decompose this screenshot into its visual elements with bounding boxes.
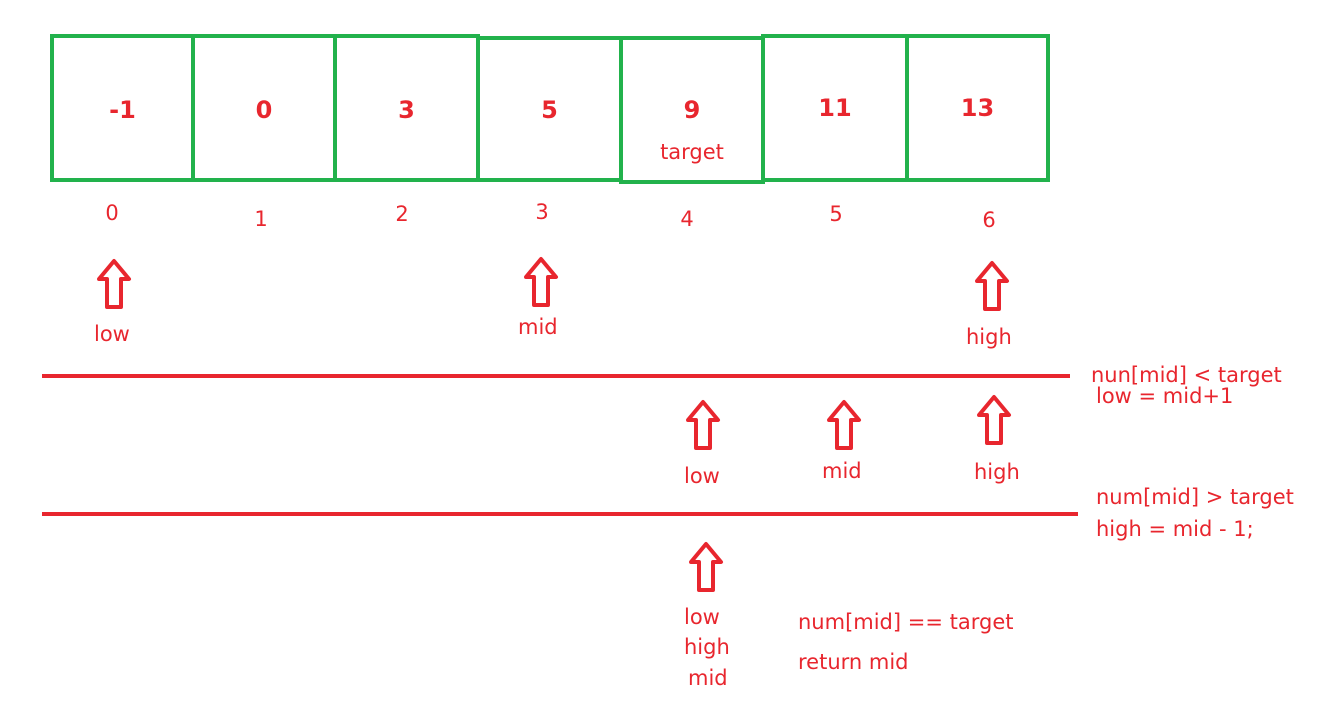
cell-value: 9	[683, 96, 701, 124]
up-arrow-icon	[827, 400, 861, 450]
high-pointer-label: high	[974, 460, 1020, 484]
cell-value: 3	[398, 96, 415, 124]
array-cell-target: 9 target	[619, 36, 765, 184]
cell-value: 13	[960, 94, 995, 122]
array-cell: 0	[191, 34, 337, 182]
index-label: 5	[829, 202, 843, 226]
action-text: low = mid+1	[1096, 384, 1234, 408]
mid-pointer-label: mid	[518, 315, 558, 339]
low-pointer-label: low	[684, 605, 720, 629]
cell-value: -1	[109, 96, 136, 124]
array-cell: 11	[761, 34, 909, 182]
action-text: return mid	[798, 650, 909, 674]
index-label: 3	[535, 200, 549, 224]
action-text: high = mid - 1;	[1096, 517, 1254, 541]
target-label: target	[660, 140, 724, 164]
up-arrow-icon	[524, 257, 558, 307]
step-divider	[42, 374, 1070, 378]
array-cell: 3	[333, 34, 480, 182]
array-cell: -1	[50, 34, 195, 182]
step-divider	[42, 512, 1078, 516]
index-label: 1	[254, 207, 268, 231]
index-label: 2	[395, 202, 409, 226]
high-pointer-label: high	[966, 325, 1012, 349]
condition-text: num[mid] == target	[798, 610, 1014, 634]
cell-value: 0	[255, 96, 273, 124]
low-pointer-label: low	[94, 322, 130, 346]
up-arrow-icon	[686, 400, 720, 450]
mid-pointer-label: mid	[688, 666, 728, 690]
high-pointer-label: high	[684, 635, 730, 659]
cell-value: 5	[541, 96, 558, 124]
up-arrow-icon	[689, 542, 723, 592]
up-arrow-icon	[977, 395, 1011, 445]
mid-pointer-label: mid	[822, 459, 862, 483]
array-cell: 13	[905, 34, 1050, 182]
up-arrow-icon	[97, 259, 131, 309]
index-label: 6	[982, 208, 996, 232]
index-label: 0	[105, 201, 119, 225]
cell-value: 11	[818, 94, 852, 122]
up-arrow-icon	[975, 261, 1009, 311]
index-label: 4	[680, 207, 694, 231]
condition-text: num[mid] > target	[1096, 485, 1294, 509]
array-cell: 5	[476, 36, 623, 182]
condition-text: nun[mid] < target	[1091, 363, 1282, 387]
low-pointer-label: low	[684, 464, 720, 488]
